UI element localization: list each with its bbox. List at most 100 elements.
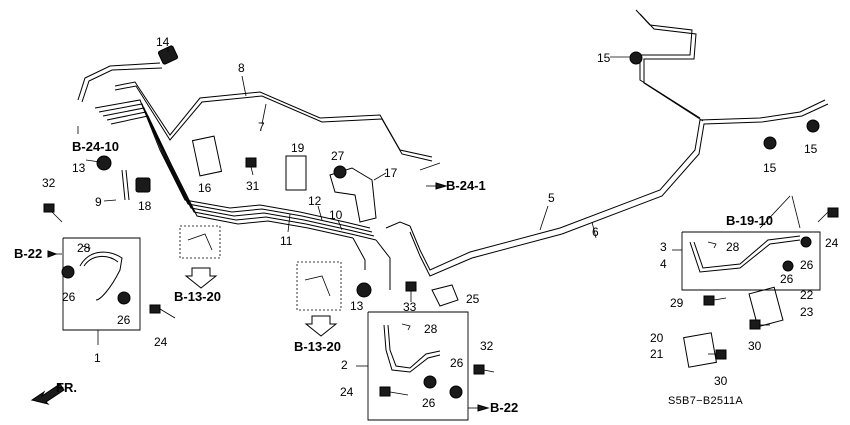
callout-21: 21 — [650, 347, 664, 361]
washer-26d — [449, 385, 463, 399]
callout-16: 16 — [198, 181, 212, 195]
reference-arrows — [47, 182, 490, 412]
clip-19 — [285, 155, 307, 191]
ref-b-13-20a: B-13-20 — [174, 289, 221, 304]
bracket-16 — [191, 135, 223, 177]
callout-26a: 26 — [62, 290, 76, 304]
bolt-24b — [379, 386, 409, 397]
bolt-30a — [749, 319, 770, 330]
clip-15b — [763, 136, 777, 150]
bolt-33 — [405, 281, 417, 302]
bracket-20 — [683, 332, 717, 368]
callout-8: 8 — [238, 61, 245, 75]
front-arrow-icon — [30, 383, 65, 405]
callout-7: 7 — [258, 120, 265, 134]
ref-b-19-10: B-19-10 — [726, 213, 773, 228]
reference-insets — [179, 225, 342, 337]
callout-6: 6 — [592, 225, 599, 239]
callout-26c: 26 — [422, 396, 436, 410]
callout-13b: 13 — [350, 299, 364, 313]
ref-b-22a: B-22 — [14, 246, 42, 261]
ref-b-24-1: B-24-1 — [446, 178, 486, 193]
callout-9: 9 — [95, 195, 102, 209]
callout-28b: 28 — [424, 322, 438, 336]
clip-27 — [333, 165, 347, 179]
callout-23: 23 — [800, 305, 814, 319]
callout-4: 4 — [660, 257, 667, 271]
bolt-31 — [245, 157, 257, 176]
arrow-down-1320b — [304, 315, 338, 337]
brake-pipe-bundle-left — [77, 9, 829, 290]
hose-assembly-1 — [61, 237, 141, 345]
callout-11: 11 — [280, 234, 293, 248]
callout-14: 14 — [156, 35, 170, 49]
callout-15c: 15 — [804, 142, 818, 156]
callout-12: 12 — [308, 194, 322, 208]
callout-26b: 26 — [117, 313, 131, 327]
callout-15a: 15 — [597, 51, 611, 65]
washer-26b — [117, 291, 131, 305]
front-direction-indicator: FR. — [30, 380, 77, 405]
callout-2: 2 — [341, 358, 348, 372]
callouts: 14 8 7 15 15 15 13 13 9 18 16 31 19 27 1… — [42, 35, 839, 410]
callout-20: 20 — [650, 331, 664, 345]
callout-28a: 28 — [77, 241, 91, 255]
callout-5: 5 — [548, 191, 555, 205]
clip-18 — [135, 177, 151, 193]
callout-32a: 32 — [42, 176, 56, 190]
callout-13a: 13 — [72, 161, 86, 175]
clip-15a — [629, 51, 643, 65]
callout-26f: 26 — [780, 272, 794, 286]
callout-30b: 30 — [714, 374, 728, 388]
bolt-24c — [817, 207, 839, 223]
reference-labels: B-24-10 B-24-1 B-19-10 B-22 B-22 B-13-20… — [14, 139, 773, 415]
bolt-29 — [703, 295, 727, 306]
grommet-13a — [96, 155, 112, 171]
bolt-32b — [473, 364, 495, 375]
arrow-down-1320a — [184, 267, 218, 289]
callout-1: 1 — [94, 351, 101, 365]
callout-32b: 32 — [480, 339, 494, 353]
grommet-13b — [356, 282, 372, 298]
clips-and-brackets — [96, 45, 820, 368]
callout-30a: 30 — [748, 339, 762, 353]
callout-29: 29 — [670, 296, 684, 310]
callout-25: 25 — [466, 292, 480, 306]
ref-b-13-20b: B-13-20 — [294, 339, 341, 354]
diagram-code: S5B7−B2511A — [668, 395, 743, 407]
bolts — [43, 157, 839, 397]
ref-b-24-10: B-24-10 — [72, 139, 119, 154]
washer-26c — [423, 375, 437, 389]
callout-3: 3 — [660, 240, 667, 254]
callout-24a: 24 — [154, 335, 168, 349]
callout-18: 18 — [138, 199, 152, 213]
bolt-24a — [149, 304, 176, 319]
ref-b-22b: B-22 — [490, 400, 518, 415]
bolt-30b — [708, 349, 727, 360]
callout-26d: 26 — [450, 356, 464, 370]
clip-14 — [157, 45, 179, 65]
bracket-17 — [329, 167, 377, 223]
callout-31: 31 — [246, 179, 260, 193]
leader-lines — [77, 48, 630, 239]
joint-25 — [431, 284, 459, 307]
hose-assembly-2 — [356, 311, 469, 421]
callout-10: 10 — [329, 208, 343, 222]
callout-19: 19 — [291, 141, 305, 155]
washer-26e — [800, 236, 812, 248]
washer-26a — [61, 265, 75, 279]
inset-1320b — [296, 261, 342, 311]
bracket-22 — [748, 286, 784, 328]
callout-17: 17 — [384, 166, 398, 180]
callout-26e: 26 — [800, 258, 814, 272]
front-label: FR. — [56, 380, 77, 395]
bolt-32a — [43, 203, 63, 223]
callout-27: 27 — [331, 149, 345, 163]
callout-24b: 24 — [340, 385, 354, 399]
callout-28c: 28 — [726, 240, 740, 254]
callout-15b: 15 — [763, 161, 777, 175]
hose-assembly-3-4 — [672, 195, 821, 291]
callout-33: 33 — [403, 300, 417, 314]
callout-22: 22 — [800, 288, 814, 302]
